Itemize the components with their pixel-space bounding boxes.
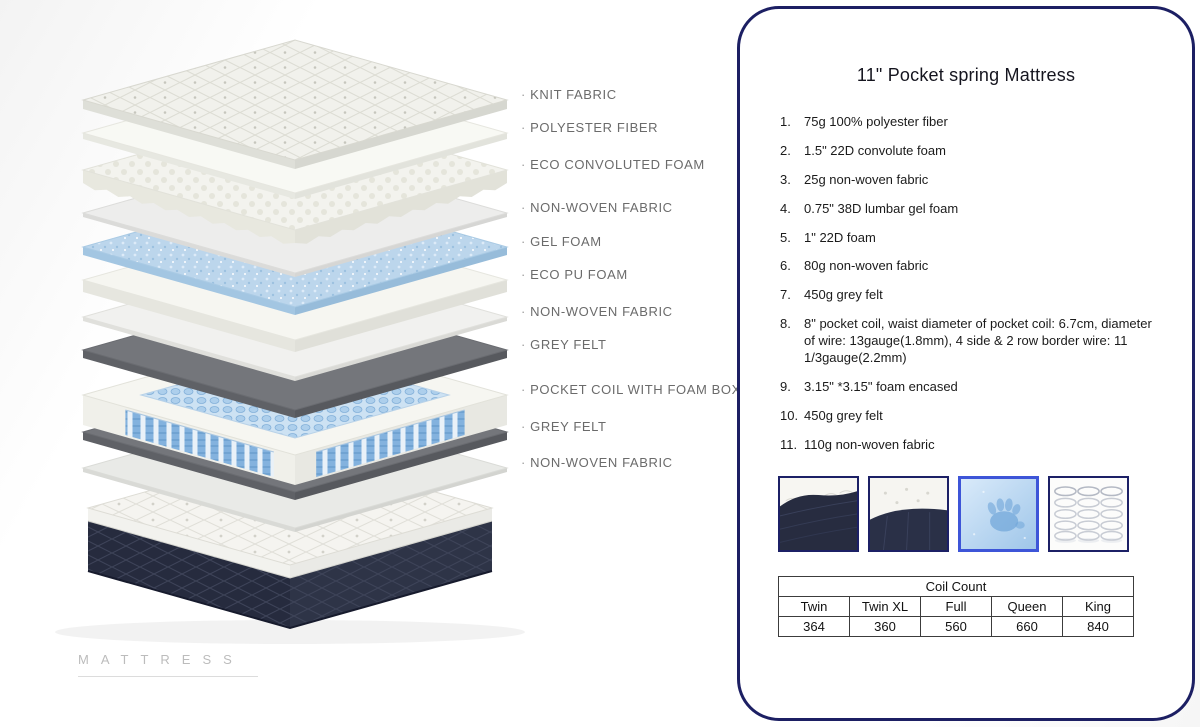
- spec-number: 8.: [780, 316, 791, 332]
- spec-list: 1. 75g 100% polyester fiber 2. 1.5" 22D co…: [780, 114, 1164, 454]
- exploded-layers-graphic: [55, 39, 525, 644]
- spec-item: 1. 75g 100% polyester fiber: [780, 114, 1164, 131]
- layer-label: POCKET COIL WITH FOAM BOX: [521, 382, 741, 397]
- column-header: King: [1062, 595, 1134, 617]
- spec-text: 0.75" 38D lumbar gel foam: [804, 200, 959, 216]
- mattress-corner-photo: [778, 475, 859, 552]
- layer-label: ECO PU FOAM: [521, 267, 628, 282]
- spec-text: 3.15" *3.15" foam encased: [804, 378, 958, 394]
- spec-panel: 11" Pocket spring Mattress 1. 75g 100% po…: [737, 6, 1195, 721]
- layer-label: GEL FOAM: [521, 234, 602, 249]
- spec-text: 8" pocket coil, waist diameter of pocket…: [804, 316, 1152, 366]
- spec-number: 6.: [780, 258, 791, 274]
- spec-item: 8. 8" pocket coil, waist diameter of pock…: [780, 316, 1164, 367]
- spec-item: 3. 25g non-woven fabric: [780, 172, 1164, 189]
- layer-label: POLYESTER FIBER: [521, 120, 658, 135]
- layer-label: NON-WOVEN FABRIC: [521, 455, 673, 470]
- brand-watermark: MATTRESS: [78, 652, 258, 677]
- spec-text: 450g grey felt: [804, 287, 883, 303]
- spec-item: 6. 80g non-woven fabric: [780, 258, 1164, 275]
- spec-text: 75g 100% polyester fiber: [804, 114, 948, 129]
- spec-item: 7. 450g grey felt: [780, 287, 1164, 304]
- coil-count-value: 364: [778, 615, 850, 637]
- spec-number: 2.: [780, 142, 791, 158]
- coil-count-value-row: 364 360 560 660 840: [778, 615, 1134, 637]
- layer-label: GREY FELT: [521, 337, 607, 352]
- spec-text: 450g grey felt: [804, 407, 883, 423]
- spec-item: 11. 110g non-woven fabric: [780, 437, 1164, 454]
- coil-count-value: 360: [849, 615, 921, 637]
- layer-label: GREY FELT: [521, 419, 607, 434]
- coil-count-value: 660: [991, 615, 1063, 637]
- mattress-edge-photo: [868, 475, 949, 552]
- spec-number: 10.: [780, 407, 799, 423]
- spec-item: 4. 0.75" 38D lumbar gel foam: [780, 201, 1164, 218]
- spec-item: 5. 1" 22D foam: [780, 230, 1164, 247]
- spec-number: 9.: [780, 378, 791, 394]
- coil-count-value: 560: [920, 615, 992, 637]
- spec-item: 10. 450g grey felt: [780, 408, 1164, 425]
- thumbnail-row: [778, 475, 1192, 552]
- column-header: Twin XL: [849, 595, 921, 617]
- spec-text: 1" 22D foam: [804, 229, 876, 245]
- page-title: 11" Pocket spring Mattress: [856, 65, 1076, 85]
- spec-text: 1.5" 22D convolute foam: [804, 142, 946, 158]
- column-header: Full: [920, 595, 992, 617]
- spec-item: 2. 1.5" 22D convolute foam: [780, 143, 1164, 160]
- pocket-coil-springs-photo: [1048, 475, 1129, 552]
- spec-number: 11.: [780, 436, 798, 452]
- spec-number: 5.: [780, 229, 791, 245]
- spec-number: 1.: [780, 114, 791, 129]
- coil-count-title: Coil Count: [778, 575, 1134, 597]
- spec-number: 7.: [780, 287, 791, 303]
- spec-text: 110g non-woven fabric: [804, 436, 935, 452]
- spec-item: 9. 3.15" *3.15" foam encased: [780, 379, 1164, 396]
- gel-foam-hand-photo: [958, 475, 1039, 552]
- layer-label: ECO CONVOLUTED FOAM: [521, 157, 705, 172]
- coil-count-value: 840: [1062, 615, 1134, 637]
- column-header: Twin: [778, 595, 850, 617]
- layer-label: NON-WOVEN FABRIC: [521, 200, 673, 215]
- column-header: Queen: [991, 595, 1063, 617]
- spec-text: 80g non-woven fabric: [804, 258, 929, 274]
- coil-count-header-row: Twin Twin XL Full Queen King: [778, 595, 1134, 617]
- spec-number: 4.: [780, 200, 791, 216]
- coil-count-table: Coil Count Twin Twin XL Full Queen King …: [778, 575, 1134, 637]
- layer-label: NON-WOVEN FABRIC: [521, 304, 673, 319]
- layer-label: KNIT FABRIC: [521, 87, 617, 102]
- spec-text: 25g non-woven fabric: [804, 171, 929, 187]
- spec-number: 3.: [780, 171, 791, 187]
